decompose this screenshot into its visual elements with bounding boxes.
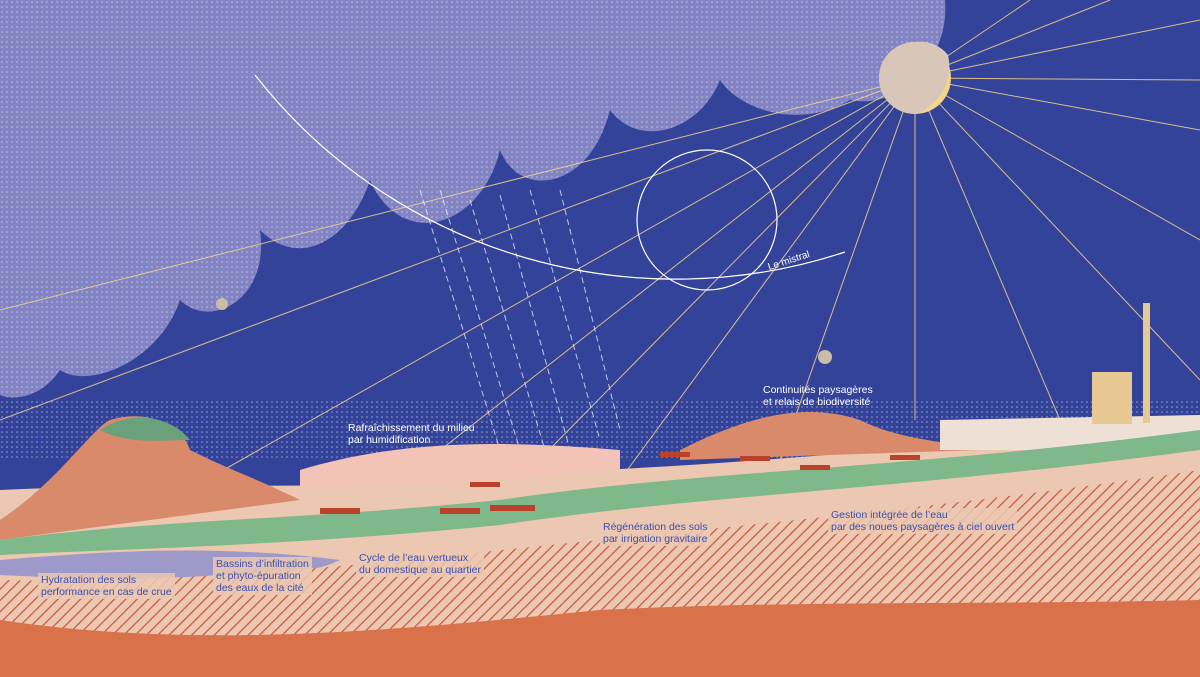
bird-icon (216, 298, 228, 310)
label-line: par humidification (348, 434, 431, 446)
right-hill (680, 411, 980, 460)
label-line: Régénération des sols (603, 521, 708, 533)
left-hill (0, 416, 300, 540)
label-line: du domestique au quartier (359, 564, 481, 576)
label-cycle: Cycle de l’eau vertueux du domestique au… (356, 551, 484, 577)
label-hydration: Hydratation des sols performance en cas … (38, 573, 175, 599)
mistral-arrow (254, 74, 846, 280)
label-line: Hydratation des sols (41, 574, 137, 586)
cooling-tower (1092, 372, 1132, 424)
chimney (1143, 303, 1150, 423)
label-biodiversity: Continuités paysagères et relais de biod… (760, 383, 876, 409)
bird-icon (818, 350, 832, 364)
label-line: des eaux de la cité (216, 582, 304, 594)
houses (320, 452, 920, 514)
label-basins: Bassins d’infiltration et phyto-épuratio… (213, 557, 312, 595)
label-line: Rafraîchissement du milieu (348, 422, 475, 434)
label-line: et phyto-épuration (216, 570, 301, 582)
label-line: Continuités paysagères (763, 384, 873, 396)
label-line: par des noues paysagères à ciel ouvert (831, 521, 1015, 533)
deep-soil (0, 600, 1200, 677)
label-line: Bassins d’infiltration (216, 558, 309, 570)
label-line: Gestion intégrée de l’eau (831, 509, 948, 521)
label-line: Cycle de l’eau vertueux (359, 552, 469, 564)
label-line: performance en cas de crue (41, 586, 172, 598)
label-management: Gestion intégrée de l’eau par des noues … (828, 508, 1018, 534)
label-line: par irrigation gravitaire (603, 533, 708, 545)
label-regeneration: Régénération des sols par irrigation gra… (600, 520, 711, 546)
rain (419, 189, 621, 451)
label-cooling: Rafraîchissement du milieu par humidific… (345, 421, 478, 447)
label-line: et relais de biodiversité (763, 396, 871, 408)
vegetation-strip (0, 430, 1200, 555)
